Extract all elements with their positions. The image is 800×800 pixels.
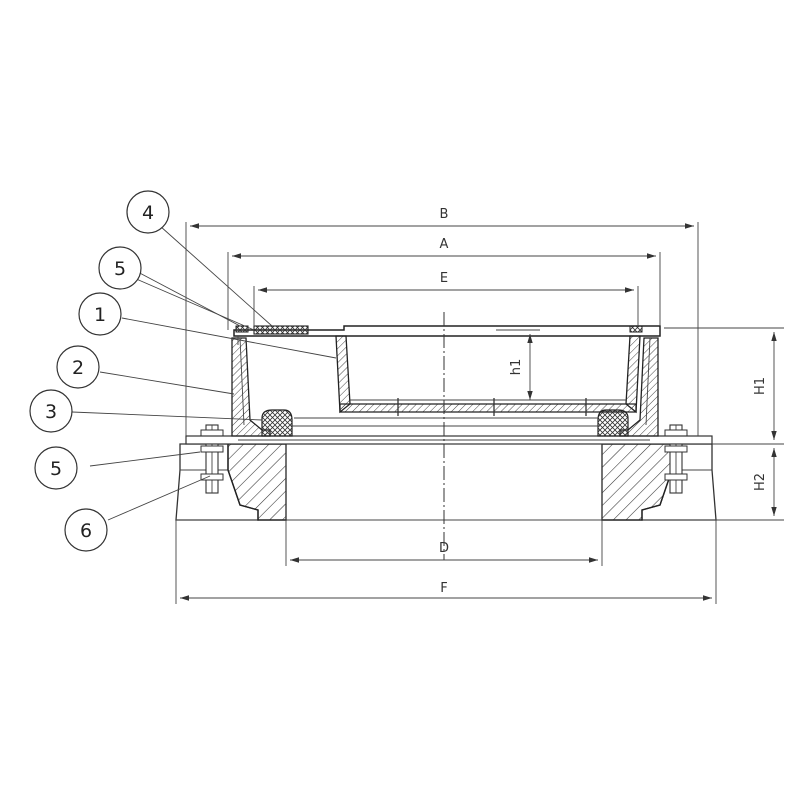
base-wall-right xyxy=(601,443,673,521)
callout-5-bottom: 5 xyxy=(34,446,78,490)
dim-label-A: A xyxy=(440,237,449,252)
base-wall-left xyxy=(227,443,287,521)
gasket-right xyxy=(597,409,629,437)
callout-1: 1 xyxy=(78,292,122,336)
callout-3: 3 xyxy=(29,389,73,433)
dimension-E: E xyxy=(253,271,639,326)
leader-lines xyxy=(71,225,337,521)
dimension-A: A xyxy=(227,237,661,330)
callout-5-top: 5 xyxy=(98,246,142,290)
dim-label-F: F xyxy=(440,581,447,596)
dim-label-D: D xyxy=(439,541,449,556)
callout-3-label: 3 xyxy=(45,401,57,423)
frame-flange xyxy=(185,435,713,445)
cover-pan xyxy=(233,325,661,427)
dim-label-E: E xyxy=(440,271,448,286)
callout-6-label: 6 xyxy=(80,520,92,542)
callout-6: 6 xyxy=(64,508,108,552)
gasket-left xyxy=(261,409,293,437)
dimension-H1: H1 xyxy=(664,327,784,445)
dim-label-H2: H2 xyxy=(753,473,768,491)
callout-2: 2 xyxy=(56,345,100,389)
dim-label-h1: h1 xyxy=(509,359,524,376)
dimension-h1: h1 xyxy=(496,329,540,400)
callout-5-top-label: 5 xyxy=(114,258,126,280)
dimension-F: F xyxy=(175,520,717,604)
dimension-H2: H2 xyxy=(716,448,784,521)
callout-4-label: 4 xyxy=(142,202,154,224)
callout-2-label: 2 xyxy=(72,357,84,379)
dimension-B: B xyxy=(185,207,699,436)
callout-1-label: 1 xyxy=(94,304,106,326)
dim-label-B: B xyxy=(440,207,449,222)
dimension-D: D xyxy=(285,520,603,566)
anchor-bolt-left xyxy=(200,424,224,494)
callout-4: 4 xyxy=(126,190,170,234)
callout-5-bottom-label: 5 xyxy=(50,458,62,480)
dim-label-H1: H1 xyxy=(753,377,768,395)
